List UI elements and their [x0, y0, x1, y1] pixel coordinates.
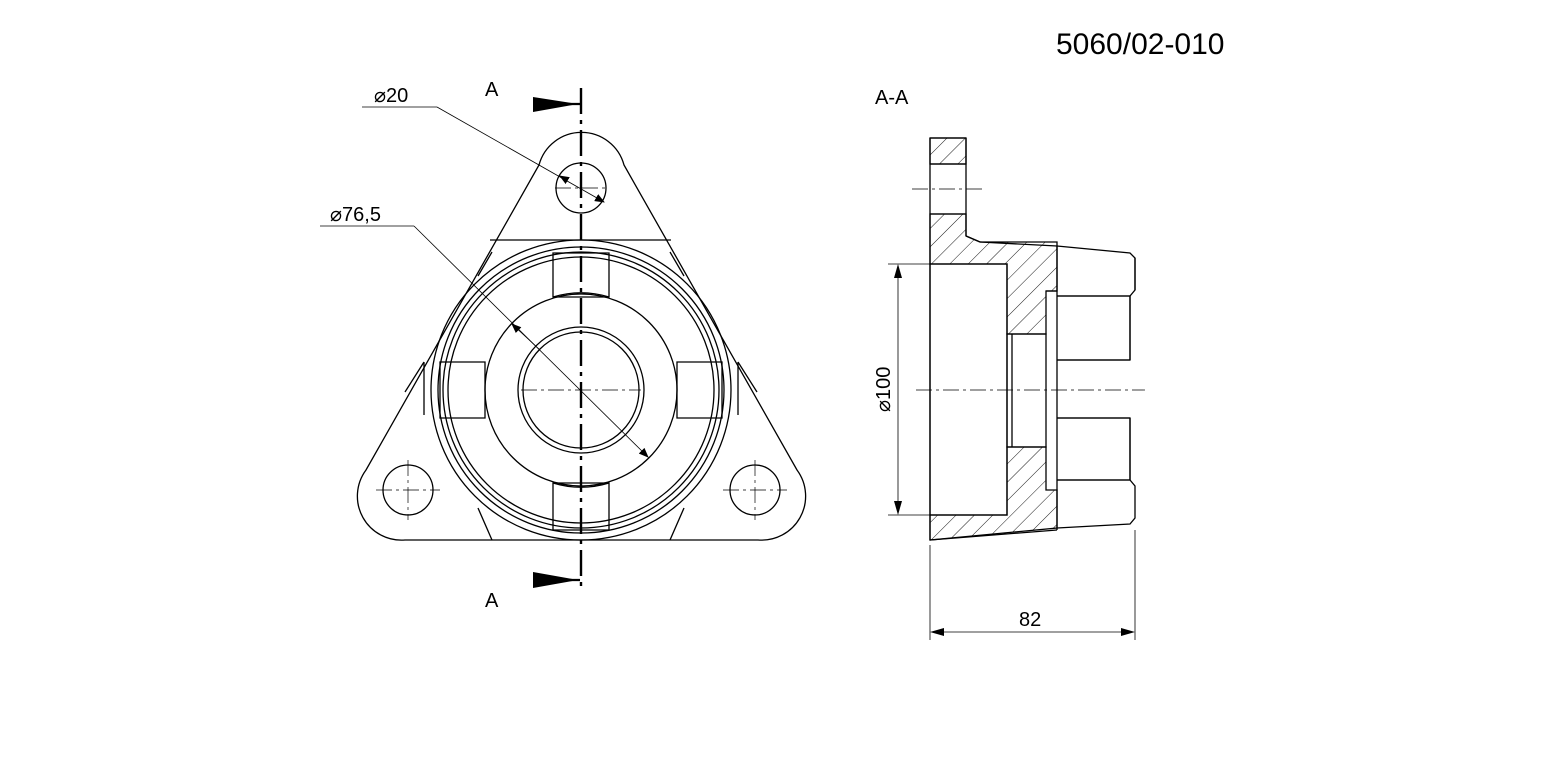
section-marker-top: A [485, 79, 499, 101]
dim-hole-diameter: ⌀20 [374, 85, 408, 107]
section-marker-bottom: A [485, 590, 499, 612]
dim-outer-diameter: ⌀100 [873, 367, 895, 412]
drawing-number: 5060/02-010 [1056, 28, 1225, 61]
section-view: A-A [873, 87, 1145, 640]
dim-bore-diameter: ⌀76,5 [330, 204, 381, 226]
front-view: A A ⌀20 ⌀76,5 [320, 79, 807, 612]
dim-length: 82 [1019, 609, 1041, 631]
bore-circle [517, 326, 645, 454]
section-title: A-A [875, 87, 909, 109]
